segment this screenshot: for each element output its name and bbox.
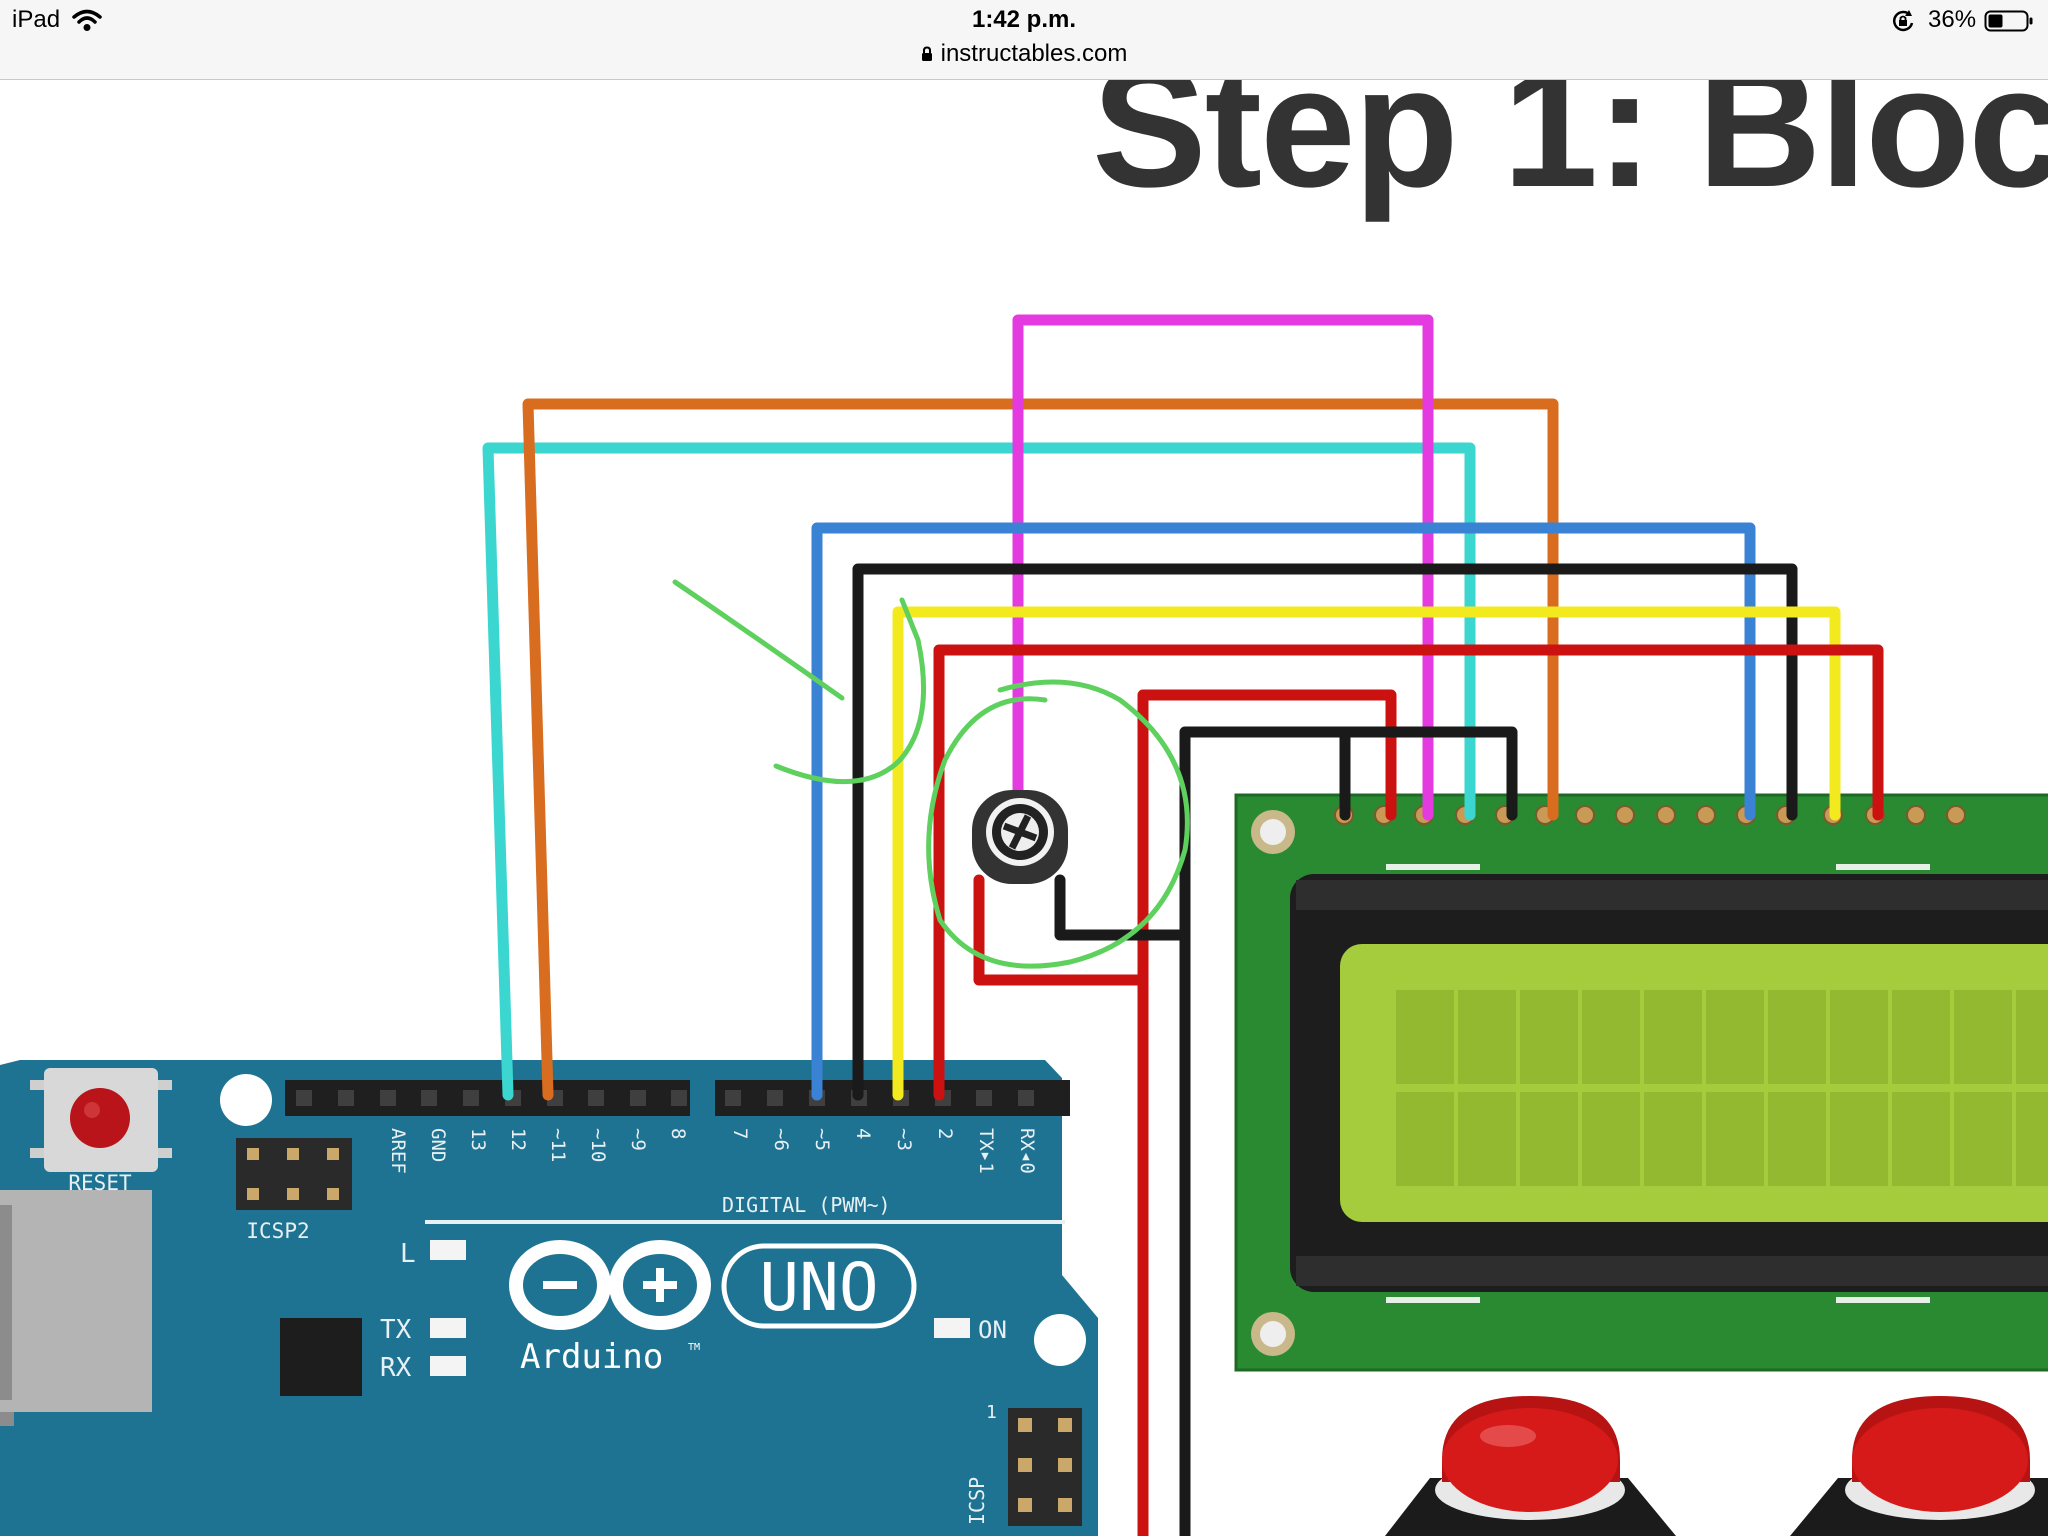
rotation-lock-icon [1892,10,1914,32]
icsp-label: ICSP [965,1477,989,1525]
arduino-logo [509,1240,917,1330]
wire-red-pot [973,874,1149,986]
clock: 1:42 p.m. [971,6,1077,33]
pin-label: 2 [934,1128,956,1139]
icsp-pin1-mark: 1 [986,1402,997,1423]
trademark-label: TM [688,1342,700,1353]
pin-label: ~3 [893,1128,915,1151]
battery-icon [1984,10,2033,32]
arduino-board: RESET ICSP2 AREF GND [0,1060,1098,1536]
pin-label: GND [427,1128,449,1162]
pin-label: TX▸1 [975,1128,997,1174]
battery-percent: 36% [1928,6,1977,33]
reset-button [30,1068,172,1172]
pin-label: ~9 [627,1128,649,1151]
reset-label: RESET [68,1171,132,1195]
pin-label: 12 [507,1128,529,1151]
lcd-module [1234,793,2048,1372]
hand-drawn-annotation [672,579,1190,969]
wires [482,314,1884,1536]
address-bar[interactable]: instructables.com [0,40,2048,68]
pin-label: 13 [467,1128,489,1151]
lcd-character-grid [1396,990,2048,1186]
pin-label: ~11 [547,1128,569,1162]
wifi-icon [72,9,102,31]
led-rx-label: RX [380,1353,412,1383]
wire-black-pot [1054,874,1191,941]
uno-logo-text: UNO [759,1249,878,1326]
wire-yellow [892,606,1841,1101]
pin-label: 8 [667,1128,689,1139]
wire-red-power [1137,689,1397,1536]
led-tx-label: TX [380,1315,412,1345]
wire-red [933,644,1884,1101]
pin-label: 4 [852,1128,874,1139]
led-l-label: L [400,1239,416,1269]
wire-blue [811,522,1756,1101]
pin-label: ~5 [811,1128,833,1151]
potentiometer [972,790,1068,884]
digital-label: DIGITAL (PWM~) [722,1193,891,1217]
wire-cyan [482,442,1476,1101]
pin-label: 7 [729,1128,751,1139]
push-buttons [1385,1396,2048,1536]
pin-label: ~6 [770,1128,792,1151]
icsp2-label: ICSP2 [246,1219,309,1243]
device-label: iPad [12,6,61,33]
arduino-logo-text: Arduino [520,1337,663,1377]
url-text: instructables.com [940,40,1128,67]
led-on-label: ON [978,1316,1007,1344]
wire-black [852,563,1798,1101]
pin-label: AREF [387,1128,409,1174]
pin-label: ~10 [587,1128,609,1162]
pin-label: RX◂0 [1016,1128,1038,1174]
status-bar: iPad 1:42 p.m. instructables.com 36% [0,0,2048,80]
lock-icon [921,46,932,61]
